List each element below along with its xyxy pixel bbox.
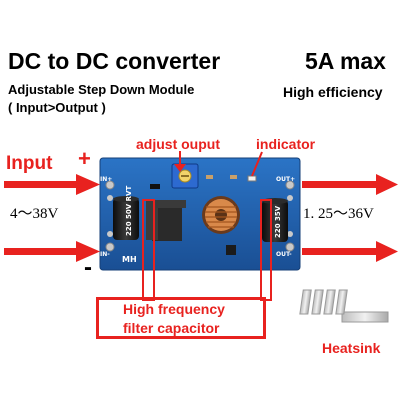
output-capacitor: 220 35V (262, 198, 288, 242)
regulator-chip (146, 200, 186, 241)
filter-capacitor-label-line1: High frequency (123, 301, 225, 317)
diode (226, 245, 236, 255)
negative-polarity-label: - (84, 254, 92, 281)
subtitle: Adjustable Step Down Module (8, 82, 195, 97)
inductor-coil-icon (202, 196, 240, 234)
pin-label-in-plus: IN+ (100, 176, 112, 183)
indicator-label: indicator (256, 136, 316, 152)
output-voltage-range: 1. 25～36V (303, 206, 374, 222)
input-voltage-range: 4～38V (10, 206, 59, 222)
potentiometer-icon (171, 163, 199, 189)
heatsink-icon (299, 289, 389, 323)
pin-label-in-minus: IN- (100, 251, 110, 258)
filter-capacitor-label-line2: filter capacitor (123, 320, 220, 336)
heatsink-label: Heatsink (322, 340, 381, 356)
max-current-label: 5A max (305, 48, 386, 74)
input-label: Input (6, 153, 53, 174)
arrow-right-icon (302, 174, 398, 262)
callout-pointers (142, 151, 272, 301)
efficiency-label: High efficiency (283, 84, 383, 100)
arrow-right-icon (4, 174, 100, 262)
pin-label-out-minus: OUT- (276, 251, 292, 258)
input-capacitor-rating: 220 50V RVT (125, 186, 133, 236)
positive-polarity-label: + (78, 146, 91, 171)
brand-silkscreen: MH (122, 255, 137, 264)
filter-capacitor-callout-box (96, 297, 266, 339)
page-title: DC to DC converter (8, 48, 221, 74)
input-output-note: ( Input>Output ) (8, 100, 106, 115)
input-capacitor: 220 50V RVT (113, 186, 139, 240)
adjust-output-label: adjust ouput (136, 136, 220, 152)
output-capacitor-rating: 220 35V (274, 205, 282, 238)
indicator-led (247, 175, 257, 182)
pin-label-out-plus: OUT+ (276, 176, 295, 183)
